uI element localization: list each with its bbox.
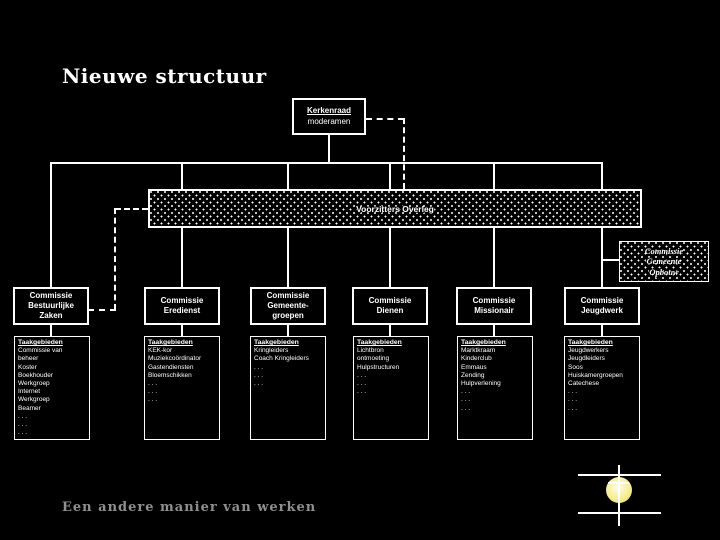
taakgebieden-heading: Taakgebieden (148, 339, 193, 346)
commissie-gemeentegroepen-box: Commissie Gemeente- groepen (250, 287, 326, 325)
taakgebieden-list: Commissie van beheer Koster Boekhouder W… (18, 347, 63, 437)
kerkenraad-connector-line (328, 135, 330, 163)
taakgebieden-heading: Taakgebieden (18, 339, 63, 346)
decoration-line (618, 465, 620, 526)
taakgebieden-heading: Taakgebieden (568, 339, 613, 346)
column-drop-line (601, 164, 603, 189)
decoration-line (608, 482, 629, 484)
commissie-dienen-box: Commissie Dienen (352, 287, 428, 325)
column-drop-line (601, 228, 603, 287)
commissie-bestuurlijke-zaken-box: Commissie Bestuurlijke Zaken (13, 287, 89, 325)
taakgebieden-box-eredienst: Taakgebieden KEK-kor Muziekcoördinator G… (144, 336, 220, 440)
kerkenraad-title: Kerkenraad (306, 106, 352, 116)
commissie-name-label: Commissie Bestuurlijke Zaken (28, 291, 74, 320)
kerkenraad-box: Kerkenraad moderamen (292, 98, 366, 135)
voorzitters-overleg-box: Voorzitters Overleg (148, 189, 642, 228)
commissie-gemeente-opbouw-label: Commissie Gemeente Opbouw (644, 245, 684, 277)
commissie-name-label: Commissie Jeugdwerk (580, 296, 624, 315)
taakgebieden-heading: Taakgebieden (461, 339, 506, 346)
header-task-stub-line (601, 325, 603, 336)
slide-title: Nieuwe structuur (62, 64, 267, 88)
column-drop-line (287, 164, 289, 189)
column-drop-line (493, 228, 495, 287)
commissie-name-label: Commissie Eredienst (160, 296, 204, 315)
column-drop-line (181, 164, 183, 189)
column-drop-line (389, 228, 391, 287)
taakgebieden-box-gemeentegroepen: Taakgebieden Kringleiders Coach Kringlei… (250, 336, 326, 440)
header-task-stub-line (181, 325, 183, 336)
taakgebieden-box-dienen: Taakgebieden Lichtbron ontmoeting Hulpst… (353, 336, 429, 440)
taakgebieden-box-bestuurlijke-zaken: Taakgebieden Commissie van beheer Koster… (14, 336, 90, 440)
column-drop-line (287, 228, 289, 287)
main-bus-line (50, 162, 603, 164)
taakgebieden-list: KEK-kor Muziekcoördinator Gastendiensten… (148, 347, 202, 404)
header-task-stub-line (50, 325, 52, 336)
commissie-eredienst-box: Commissie Eredienst (144, 287, 220, 325)
commissie-name-label: Commissie Missionair (472, 296, 516, 315)
dashed-bestuurlijke-link (88, 309, 116, 311)
commissie-jeugdwerk-box: Commissie Jeugdwerk (564, 287, 640, 325)
voorzitters-overleg-label: Voorzitters Overleg (356, 203, 434, 214)
opbouw-connector-line (603, 259, 619, 261)
column-drop-line (50, 164, 52, 287)
taakgebieden-box-jeugdwerk: Taakgebieden Jeugdwerkers Jeugdleiders S… (564, 336, 640, 440)
taakgebieden-list: Jeugdwerkers Jeugdleiders Soos Huiskamer… (568, 347, 623, 412)
column-drop-line (181, 228, 183, 287)
slide-caption: Een andere manier van werken (62, 500, 317, 515)
dashed-bestuurlijke-link (114, 208, 116, 310)
header-task-stub-line (493, 325, 495, 336)
taakgebieden-heading: Taakgebieden (254, 339, 299, 346)
commissie-gemeente-opbouw-box: Commissie Gemeente Opbouw (619, 241, 709, 282)
taakgebieden-list: Marktkraam Kinderclub Emmaus Zending Hul… (461, 347, 501, 412)
commissie-name-label: Commissie Dienen (368, 296, 412, 315)
taakgebieden-list: Lichtbron ontmoeting Hulpstructuren . . … (357, 347, 400, 396)
taakgebieden-list: Kringleiders Coach Kringleiders . . . . … (254, 347, 309, 388)
dashed-bestuurlijke-link (115, 208, 148, 210)
dashed-kerkenraad-link (403, 118, 405, 189)
taakgebieden-box-missionair: Taakgebieden Marktkraam Kinderclub Emmau… (457, 336, 533, 440)
column-drop-line (493, 164, 495, 189)
taakgebieden-heading: Taakgebieden (357, 339, 402, 346)
header-task-stub-line (287, 325, 289, 336)
kerkenraad-subtitle: moderamen (307, 116, 351, 126)
dashed-kerkenraad-link (366, 118, 404, 120)
commissie-missionair-box: Commissie Missionair (456, 287, 532, 325)
header-task-stub-line (389, 325, 391, 336)
commissie-name-label: Commissie Gemeente- groepen (266, 291, 310, 320)
column-drop-line (389, 164, 391, 189)
